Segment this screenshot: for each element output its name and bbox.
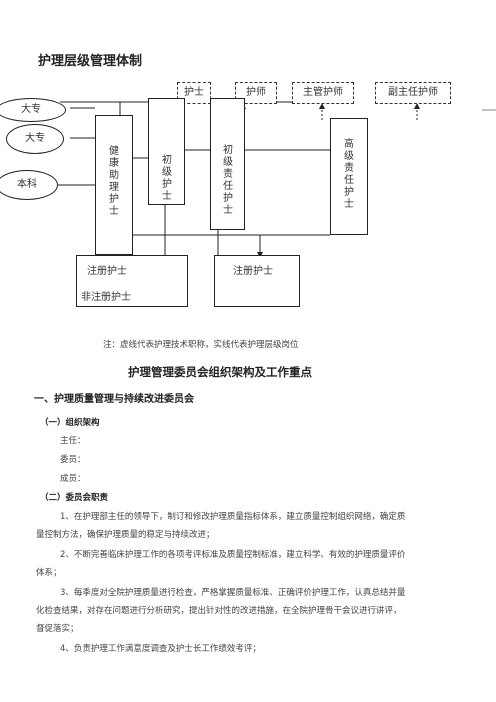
section-title: 护理管理委员会组织架构及工作重点	[128, 365, 312, 379]
duty-line: 化检查结果，对存在问题进行分析研究，提出针对性的改进措施，在全院护理骨干会议进行…	[36, 606, 402, 616]
heading-1: 一、护理质量管理与持续改进委员会	[34, 394, 194, 405]
duty-line: 3、每季度对全院护理质量进行检查，严格掌握质量标准、正确评价护理工作，认真总结并…	[60, 588, 406, 598]
title-senior-nurse-box: 护师	[235, 82, 277, 104]
education-label: 大专	[25, 133, 45, 144]
heading-2-structure: （一）组织架构	[40, 418, 100, 428]
duty-line: 2、不断完善临床护理工作的各项考评标准及质量控制标准，建立科学、有效的护理质量评…	[60, 550, 406, 560]
title-nurse-label: 护士	[184, 87, 204, 98]
registered-nurse-label: 注册护士	[233, 266, 273, 277]
column-label: 高级责任护士	[344, 139, 354, 210]
role-staff: 成员：	[60, 474, 86, 484]
column-junior-primary-nurse: 初级责任护士	[210, 98, 245, 230]
duty-line: 4、负责护理工作满意度调查及护士长工作绩效考评；	[60, 644, 261, 654]
duty-line: 督促落实；	[36, 624, 79, 634]
chart-title: 护理层级管理体制	[38, 54, 143, 69]
title-associate-chief-nurse-label: 副主任护师	[388, 87, 438, 98]
column-label: 健康助理护士	[109, 146, 119, 217]
education-ellipse-3: 本科	[0, 170, 58, 200]
heading-2-duties: （二）委员会职责	[40, 493, 109, 503]
duty-line: 体系；	[36, 568, 62, 578]
title-supervisor-nurse-box: 主管护师	[292, 82, 354, 104]
column-health-assistant-nurse: 健康助理护士	[95, 115, 133, 255]
bottom-box-right: 注册护士	[214, 255, 300, 307]
role-members: 委员：	[60, 455, 86, 465]
education-label: 本科	[17, 179, 37, 190]
duty-line: 量控制方法，确保护理质量的稳定与持续改进；	[36, 530, 215, 540]
chart-note: 注：虚线代表护理技术职称，实线代表护理层级岗位	[103, 340, 299, 350]
column-label: 初级责任护士	[223, 145, 233, 216]
column-label: 初级护士	[162, 155, 172, 202]
bottom-box-left: 注册护士 非注册护士	[76, 255, 188, 307]
title-nurse-box: 护士	[177, 82, 211, 104]
title-senior-nurse-label: 护师	[246, 87, 266, 98]
education-label: 大专	[21, 104, 41, 115]
title-associate-chief-nurse-box: 副主任护师	[375, 82, 451, 104]
education-ellipse-2: 大专	[6, 124, 64, 154]
education-ellipse-1: 大专	[0, 98, 66, 122]
role-chair: 主任：	[60, 436, 86, 446]
registered-nurse-label: 注册护士	[87, 266, 127, 277]
title-supervisor-nurse-label: 主管护师	[303, 87, 343, 98]
column-junior-nurse: 初级护士	[148, 98, 185, 205]
column-senior-primary-nurse: 高级责任护士	[330, 118, 368, 235]
non-registered-nurse-label: 非注册护士	[81, 292, 131, 303]
duty-line: 1、在护理部主任的领导下，制订和修改护理质量指标体系，建立质量控制组织网络，确定…	[60, 512, 406, 522]
